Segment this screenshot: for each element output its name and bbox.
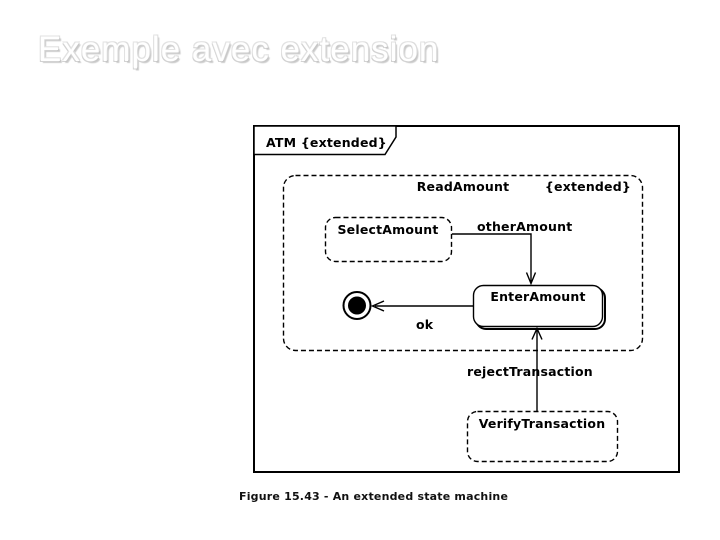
frame-border [253, 125, 680, 473]
arrowhead-left-icon [370, 300, 385, 312]
transition-rejecttransaction-label: rejectTransaction [467, 364, 593, 379]
transition-otheramount-line [452, 233, 532, 282]
state-enteramount-label: EnterAmount [490, 289, 585, 304]
frame-name-tab [253, 125, 397, 156]
final-state-inner-dot [348, 296, 366, 315]
figure-caption: Figure 15.43 - An extended state machine [239, 490, 509, 503]
state-enteramount [472, 284, 604, 328]
state-verifytransaction-label: VerifyTransaction [479, 416, 606, 431]
state-selectamount [324, 216, 453, 263]
arrowhead-up-icon [531, 326, 543, 340]
page-title: Exemple avec extension [38, 30, 440, 69]
composite-state-tag: {extended} [545, 179, 631, 194]
frame-label: ATM {extended} [266, 135, 387, 150]
composite-state-readamount [282, 174, 644, 352]
state-verifytransaction [466, 410, 619, 463]
state-selectamount-label: SelectAmount [337, 222, 438, 237]
composite-state-label: ReadAmount [417, 179, 510, 194]
uml-final-state-icon [342, 291, 372, 320]
transition-otheramount-label: otherAmount [477, 219, 572, 234]
transition-ok-label: ok [416, 317, 434, 332]
arrowhead-down-icon [525, 272, 537, 286]
